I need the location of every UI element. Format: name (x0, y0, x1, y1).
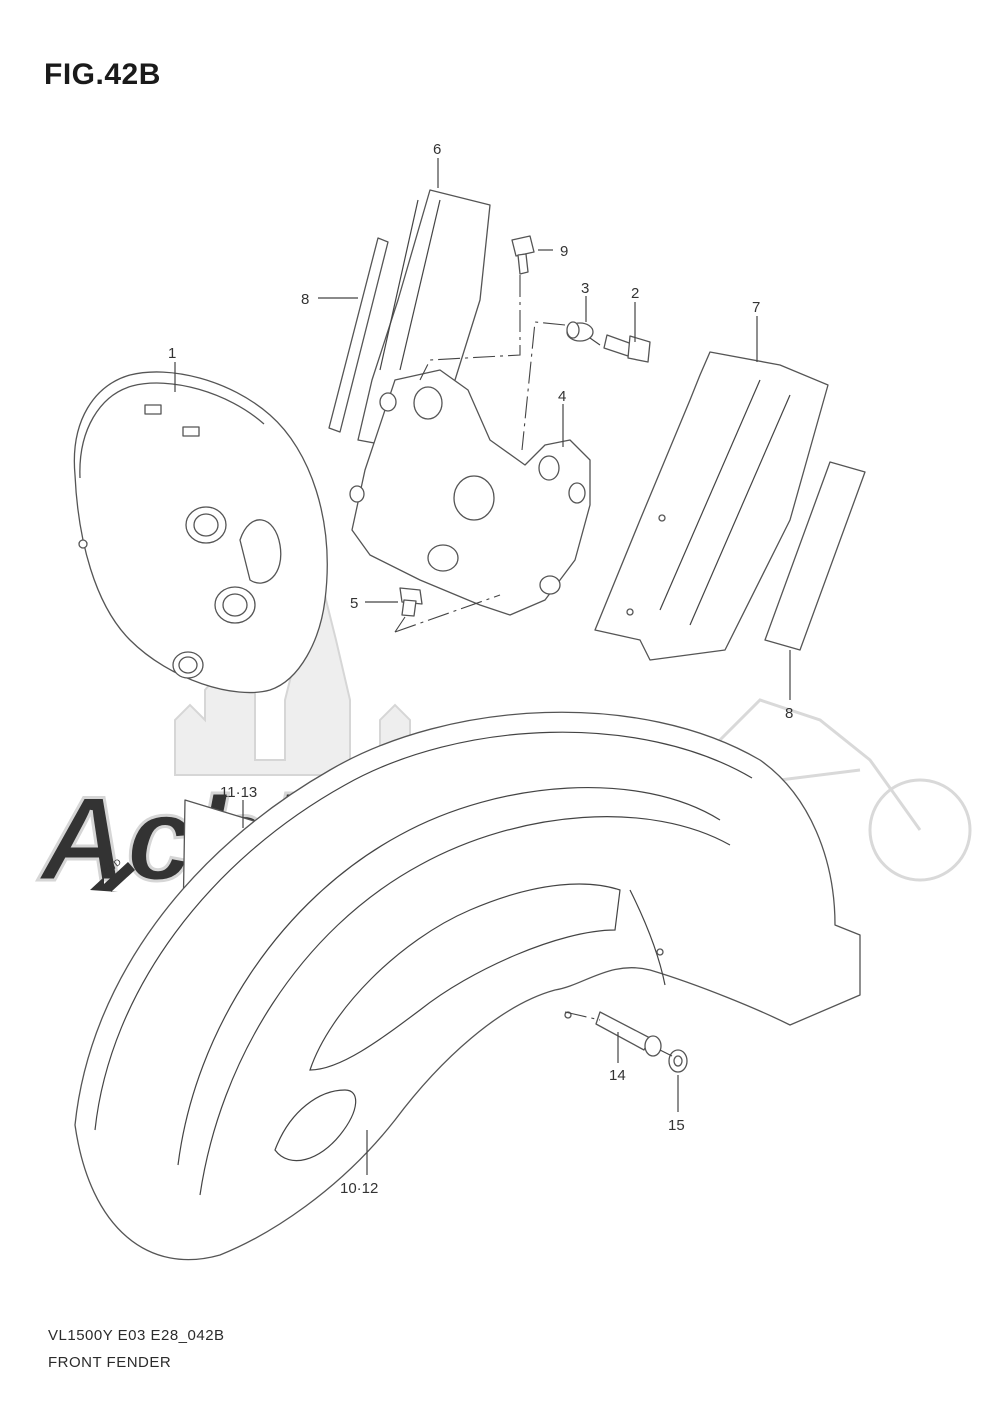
callout-3: 3 (581, 280, 589, 297)
diagram-code: VL1500Y E03 E28_042B (48, 1327, 225, 1344)
callout-8-left: 8 (301, 291, 309, 308)
callout-labels: 1 2 3 4 5 6 7 8 8 9 10·12 11·13 14 15 (168, 141, 793, 1197)
callout-15: 15 (668, 1117, 685, 1134)
callout-11-13: 11·13 (220, 784, 257, 801)
watermark-wheel-rear (868, 778, 972, 882)
part-3-collar (566, 321, 594, 342)
part-9-bolt (511, 235, 535, 275)
assembly-lines (394, 275, 673, 1057)
part-4-bracket (349, 369, 591, 616)
callout-14: 14 (609, 1067, 626, 1084)
part-8-strip-left (328, 237, 389, 433)
diagram-caption: FRONT FENDER (48, 1354, 172, 1371)
callout-2: 2 (631, 285, 639, 302)
callout-1: 1 (168, 345, 176, 362)
part-1-headlight-housing (73, 371, 328, 694)
callout-9: 9 (560, 243, 568, 260)
callout-4: 4 (558, 388, 566, 405)
figure-title: FIG.42B (44, 58, 161, 91)
part-10-front-fender (74, 711, 861, 1261)
part-15-washer (668, 1049, 688, 1073)
part-8-strip-right (764, 461, 866, 651)
callout-5: 5 (350, 595, 358, 612)
part-2-bolt (603, 334, 651, 363)
callout-8-right: 8 (785, 705, 793, 722)
callout-6: 6 (433, 141, 441, 158)
part-5-bolt (399, 587, 423, 617)
callout-10-12: 10·12 (340, 1180, 378, 1197)
callout-7: 7 (752, 299, 760, 316)
leader-lines (174, 158, 791, 1175)
part-7-cover (594, 351, 829, 661)
part-14-bolt (595, 1011, 662, 1057)
